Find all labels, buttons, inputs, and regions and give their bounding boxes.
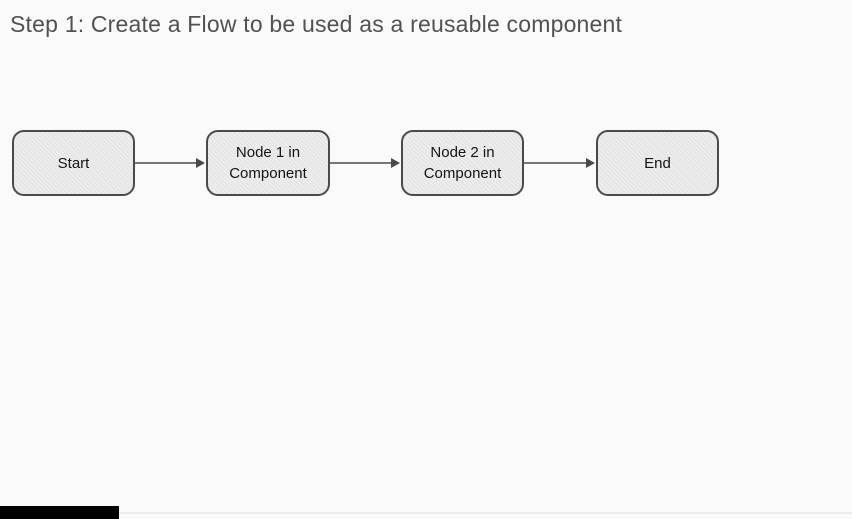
flow-node-2-in-component: Node 2 in Component xyxy=(401,130,524,196)
node-label: End xyxy=(644,154,671,172)
flow-node-1-in-component: Node 1 in Component xyxy=(206,130,330,196)
flow-node-end: End xyxy=(596,130,719,196)
connector-node2-to-end xyxy=(524,158,595,168)
connector-node1-to-node2 xyxy=(330,158,400,168)
node-label: Node 2 in Component xyxy=(423,144,502,182)
video-progress-fill[interactable] xyxy=(0,506,119,519)
node-label: Node 1 in Component xyxy=(229,144,307,182)
video-progress-track[interactable] xyxy=(0,512,852,514)
flow-node-start: Start xyxy=(12,130,135,196)
node-label: Start xyxy=(57,154,90,172)
connector-start-to-node1 xyxy=(135,158,205,168)
slide-title: Step 1: Create a Flow to be used as a re… xyxy=(10,11,623,37)
